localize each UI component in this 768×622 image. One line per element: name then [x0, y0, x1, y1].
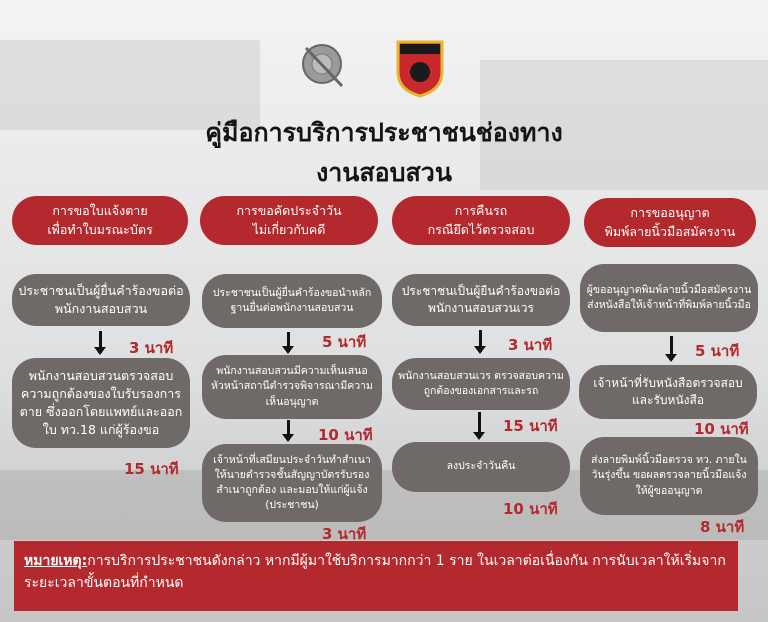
police-emblem-logo [302, 44, 344, 88]
service-header-daily-record-copy: การขอคัดประจำวันไม่เกี่ยวกับคดี [200, 196, 378, 245]
service-header-death-certificate: การขอใบแจ้งตายเพื่อทำใบมรณะบัตร [12, 196, 188, 245]
note-text: การบริการประชาชนดังกล่าว หากมีผู้มาใช้บร… [24, 553, 726, 591]
police-station-badge-logo [396, 40, 444, 98]
step-time: 5 นาที [695, 342, 740, 360]
arrow-down-icon [282, 332, 294, 354]
step-time: 3 นาที [322, 525, 367, 543]
arrow-down-icon [282, 420, 294, 442]
page-title-line2: งานสอบสวน [316, 158, 452, 187]
step-box: ลงประจำวันคืน [392, 442, 570, 492]
step-box: ประชาชนเป็นผู้ยื่นคำร้องขอนำหลักฐานยื่นต… [202, 274, 382, 328]
note-label: หมายเหตุ: [24, 553, 88, 569]
step-time: 3 นาที [129, 339, 174, 357]
step-box: พนักงานสอบสวนเวร ตรวจสอบความถูกต้องของเอ… [392, 358, 570, 410]
step-box: ผู้ขออนุญาตพิมพ์ลายนิ้วมือสมัครงานส่งหนั… [580, 264, 758, 332]
step-time: 3 นาที [508, 336, 553, 354]
arrow-down-icon [474, 330, 486, 354]
arrow-down-icon [473, 412, 485, 440]
service-header-fingerprint-permit: การขออนุญาตพิมพ์ลายนิ้วมือสมัครงาน [584, 198, 756, 247]
step-time: 10 นาที [503, 500, 558, 518]
step-box: พนักงานสอบสวนตรวจสอบความถูกต้องของใบรับร… [12, 358, 190, 448]
page-title-line1: คู่มือการบริการประชาชนช่องทาง [205, 118, 563, 147]
step-time: 15 นาที [503, 417, 558, 435]
step-box: พนักงานสอบสวนมีความเห็นเสนอหัวหน้าสถานีต… [202, 355, 382, 419]
arrow-down-icon [665, 336, 677, 362]
step-box: ประชาชนเป็นผู้ยื่นคำร้องขอต่อพนักงานสอบส… [12, 274, 190, 326]
step-time: 10 นาที [318, 426, 373, 444]
step-time: 5 นาที [322, 333, 367, 351]
step-box: ประชาชนเป็นผู้ยืนคำร้องขอต่อพนักงานสอบสว… [392, 274, 570, 326]
step-time: 15 นาที [124, 460, 179, 478]
arrow-down-icon [94, 331, 106, 355]
step-box: เจ้าหน้าที่รับหนังสือตรวจสอบและรับหนังสื… [579, 365, 757, 419]
step-time: 10 นาที [694, 420, 749, 438]
service-header-vehicle-return: การคืนรถกรณียึดไว้ตรวจสอบ [392, 196, 570, 245]
note-box: หมายเหตุ:การบริการประชาชนดังกล่าว หากมีผ… [14, 541, 738, 611]
step-time: 8 นาที [700, 518, 745, 536]
background-building [480, 60, 768, 190]
step-box: เจ้าหน้าที่เสมียนประจำวันทำสำเนาให้นายตำ… [202, 444, 382, 522]
background-building [0, 40, 260, 130]
step-box: ส่งลายพิมพ์นิ้วมือตรวจ ทว. ภายในวันรุ่งข… [580, 437, 758, 515]
